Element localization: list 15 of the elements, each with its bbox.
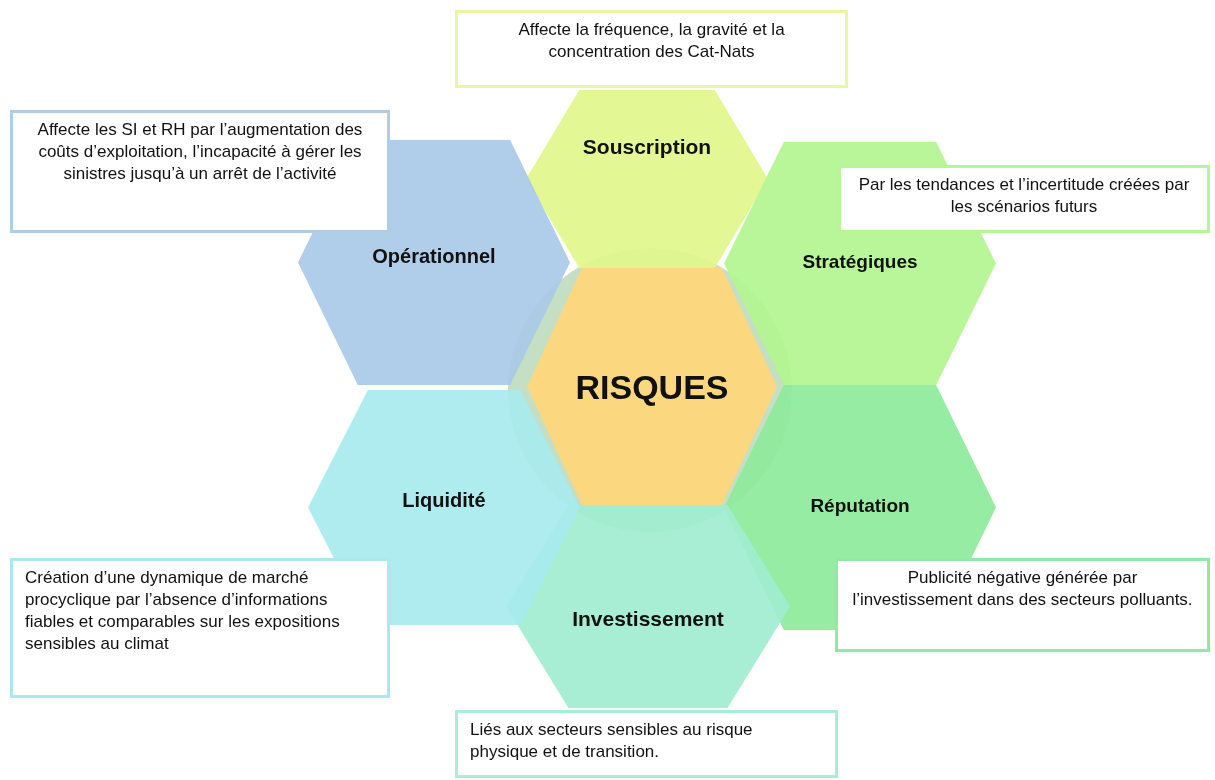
description-box: Liés aux secteurs sensibles au risque physique et de transition. xyxy=(455,710,838,778)
category-label: Stratégiques xyxy=(801,251,919,274)
category-label: Souscription xyxy=(581,134,713,159)
category-label: Opérationnel xyxy=(371,245,497,269)
description-box: Affecte les SI et RH par l’augmentation des coûts d’exploitation, l’incapacité à gérer les sinistres jusqu’à un arrêt de l’activité xyxy=(10,110,390,233)
category-hexagon xyxy=(526,90,768,268)
description-box: Affecte la fréquence, la gravité et la concentration des Cat-Nats xyxy=(455,10,848,88)
description-box: Création d’une dynamique de marché procyclique par l’absence d’informations fiables et comparables sur les expositions sensibles au climat xyxy=(10,558,390,698)
center-hexagon xyxy=(527,268,777,505)
description-box: Par les tendances et l’incertitude créées par les scénarios futurs xyxy=(838,165,1210,233)
center-title: RISQUES xyxy=(574,367,730,407)
category-label: Investissement xyxy=(571,606,725,631)
description-box: Publicité négative générée par l’investissement dans des secteurs polluants. xyxy=(835,558,1210,652)
category-label: Réputation xyxy=(809,495,911,518)
category-label: Liquidité xyxy=(401,488,487,512)
